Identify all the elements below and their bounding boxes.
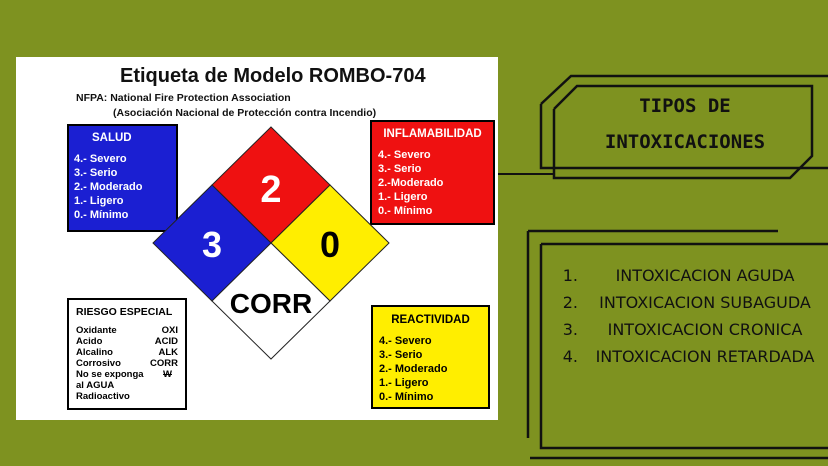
list-item-text: Intoxicacion aguda	[615, 266, 795, 285]
list-item-number: 4.	[562, 347, 578, 366]
inflamabilidad-level: 3.- Serio	[378, 163, 422, 175]
tipos-title-line2: INTOXICACIONES	[604, 131, 766, 153]
reactividad-level: 2.- Moderado	[379, 363, 448, 375]
inflamabilidad-label: INFLAMABILIDAD	[383, 128, 482, 140]
diamond-top-value: 2	[260, 169, 281, 211]
intoxicaciones-list: 1. Intoxicacion aguda 2. Intoxicacion su…	[544, 262, 826, 370]
riesgo-name: Acido	[76, 336, 103, 347]
riesgo-name: al AGUA	[76, 380, 115, 391]
salud-level: 2.- Moderado	[74, 181, 143, 193]
riesgo-code-water: W	[163, 369, 172, 380]
salud-label: SALUD	[92, 132, 132, 144]
salud-level: 3.- Serio	[74, 167, 118, 179]
reactividad-level: 0.- Mínimo	[379, 391, 434, 403]
salud-level: 0.- Mínimo	[74, 209, 129, 221]
nfpa-line-2: (Asociación Nacional de Protección contr…	[113, 107, 377, 119]
riesgo-row: Radioactivo	[76, 391, 178, 402]
riesgo-name: Oxidante	[76, 325, 117, 336]
inflamabilidad-level: 4.- Severo	[378, 149, 431, 161]
riesgo-name: No se exponga	[76, 369, 144, 380]
nfpa-diamond: 2 3 0 CORR	[152, 126, 390, 360]
list-item: 2. Intoxicacion subaguda	[544, 289, 826, 316]
riesgo-row: Acido ACID	[76, 336, 178, 347]
list-item-text: Intoxicacion cronica	[607, 320, 803, 339]
reactividad-box: REACTIVIDAD 4.- Severo 3.- Serio 2.- Mod…	[371, 305, 490, 409]
salud-box: SALUD 4.- Severo 3.- Serio 2.- Moderado …	[67, 124, 178, 232]
diamond-bottom-white	[211, 242, 331, 360]
riesgo-code: CORR	[150, 358, 178, 369]
list-item-number: 2.	[562, 293, 578, 312]
list-item: 4. Intoxicacion retardada	[544, 343, 826, 370]
list-item: 1. Intoxicacion aguda	[544, 262, 826, 289]
inflamabilidad-level: 2.-Moderado	[378, 177, 444, 189]
riesgo-row: Corrosivo CORR	[76, 358, 178, 369]
riesgo-row: No se exponga W	[76, 369, 178, 380]
list-item-number: 1.	[562, 266, 578, 285]
list-item: 3. Intoxicacion cronica	[544, 316, 826, 343]
inflamabilidad-level: 0.- Mínimo	[378, 205, 433, 217]
panel-title: Etiqueta de Modelo ROMBO-704	[120, 65, 426, 87]
riesgo-name: Alcalino	[76, 347, 113, 358]
nfpa-line-1: NFPA: National Fire Protection Associati…	[76, 92, 291, 104]
riesgo-especial-box: RIESGO ESPECIAL Oxidante OXI Acido ACID Al…	[67, 298, 187, 410]
reactividad-level: 4.- Severo	[379, 335, 432, 347]
tipos-title-line1: TIPOS DE	[639, 95, 731, 117]
reactividad-label: REACTIVIDAD	[391, 314, 470, 326]
inflamabilidad-box: INFLAMABILIDAD 4.- Severo 3.- Serio 2.-M…	[370, 120, 495, 225]
riesgo-code: ACID	[154, 336, 178, 347]
riesgo-especial-label: RIESGO ESPECIAL	[76, 306, 173, 318]
diamond-right-value: 0	[320, 224, 340, 265]
riesgo-row: Oxidante OXI	[76, 325, 178, 336]
tipos-title: TIPOS DE INTOXICACIONES	[580, 88, 790, 160]
salud-level: 4.- Severo	[74, 153, 127, 165]
salud-level: 1.- Ligero	[74, 195, 124, 207]
diamond-left-value: 3	[202, 224, 222, 265]
inflamabilidad-level: 1.- Ligero	[378, 191, 428, 203]
reactividad-level: 3.- Serio	[379, 349, 423, 361]
list-item-text: Intoxicacion subaguda	[599, 293, 811, 312]
diamond-bottom-value: CORR	[230, 288, 312, 319]
riesgo-name: Corrosivo	[76, 358, 121, 369]
nfpa-label-image: Etiqueta de Modelo ROMBO-704 NFPA: Natio…	[16, 57, 498, 420]
list-item-number: 3.	[562, 320, 578, 339]
reactividad-level: 1.- Ligero	[379, 377, 429, 389]
riesgo-row: al AGUA	[76, 380, 178, 391]
list-item-text: Intoxicacion retardada	[595, 347, 815, 366]
riesgo-row: Alcalino ALK	[76, 347, 178, 358]
riesgo-code: OXI	[161, 325, 178, 336]
riesgo-name: Radioactivo	[76, 391, 130, 402]
riesgo-code: ALK	[158, 347, 178, 358]
